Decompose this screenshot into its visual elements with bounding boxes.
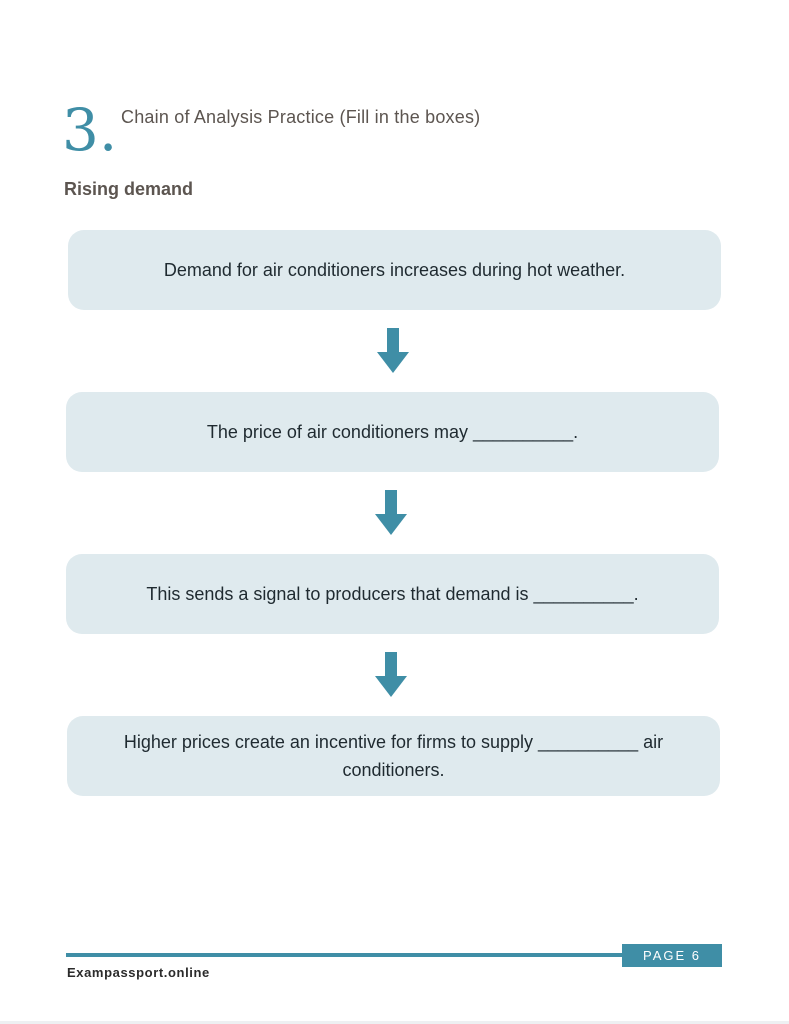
footer-rule (66, 953, 626, 957)
chain-box-1[interactable]: Demand for air conditioners increases du… (68, 230, 721, 310)
arrow-down-icon (375, 652, 407, 697)
subheading: Rising demand (64, 179, 194, 199)
section-title: Chain of Analysis Practice (Fill in the … (121, 107, 481, 127)
page-bottom-edge (0, 1021, 789, 1024)
site-footer: Exampassport.online (67, 965, 210, 980)
chain-box-text: The price of air conditioners may ______… (206, 422, 579, 442)
arrow-down-icon (375, 490, 407, 535)
chain-box-text: Demand for air conditioners increases du… (163, 260, 626, 280)
chain-box-2[interactable]: The price of air conditioners may ______… (66, 392, 719, 472)
page-number-badge: PAGE 6 (622, 944, 722, 967)
chain-box-text: Higher prices create an incentive for fi… (123, 732, 664, 780)
chain-box-4[interactable]: Higher prices create an incentive for fi… (67, 716, 720, 796)
chain-box-3[interactable]: This sends a signal to producers that de… (66, 554, 719, 634)
section-number: 3. (62, 96, 118, 164)
chain-box-text: This sends a signal to producers that de… (146, 584, 639, 604)
arrow-down-icon (377, 328, 409, 373)
